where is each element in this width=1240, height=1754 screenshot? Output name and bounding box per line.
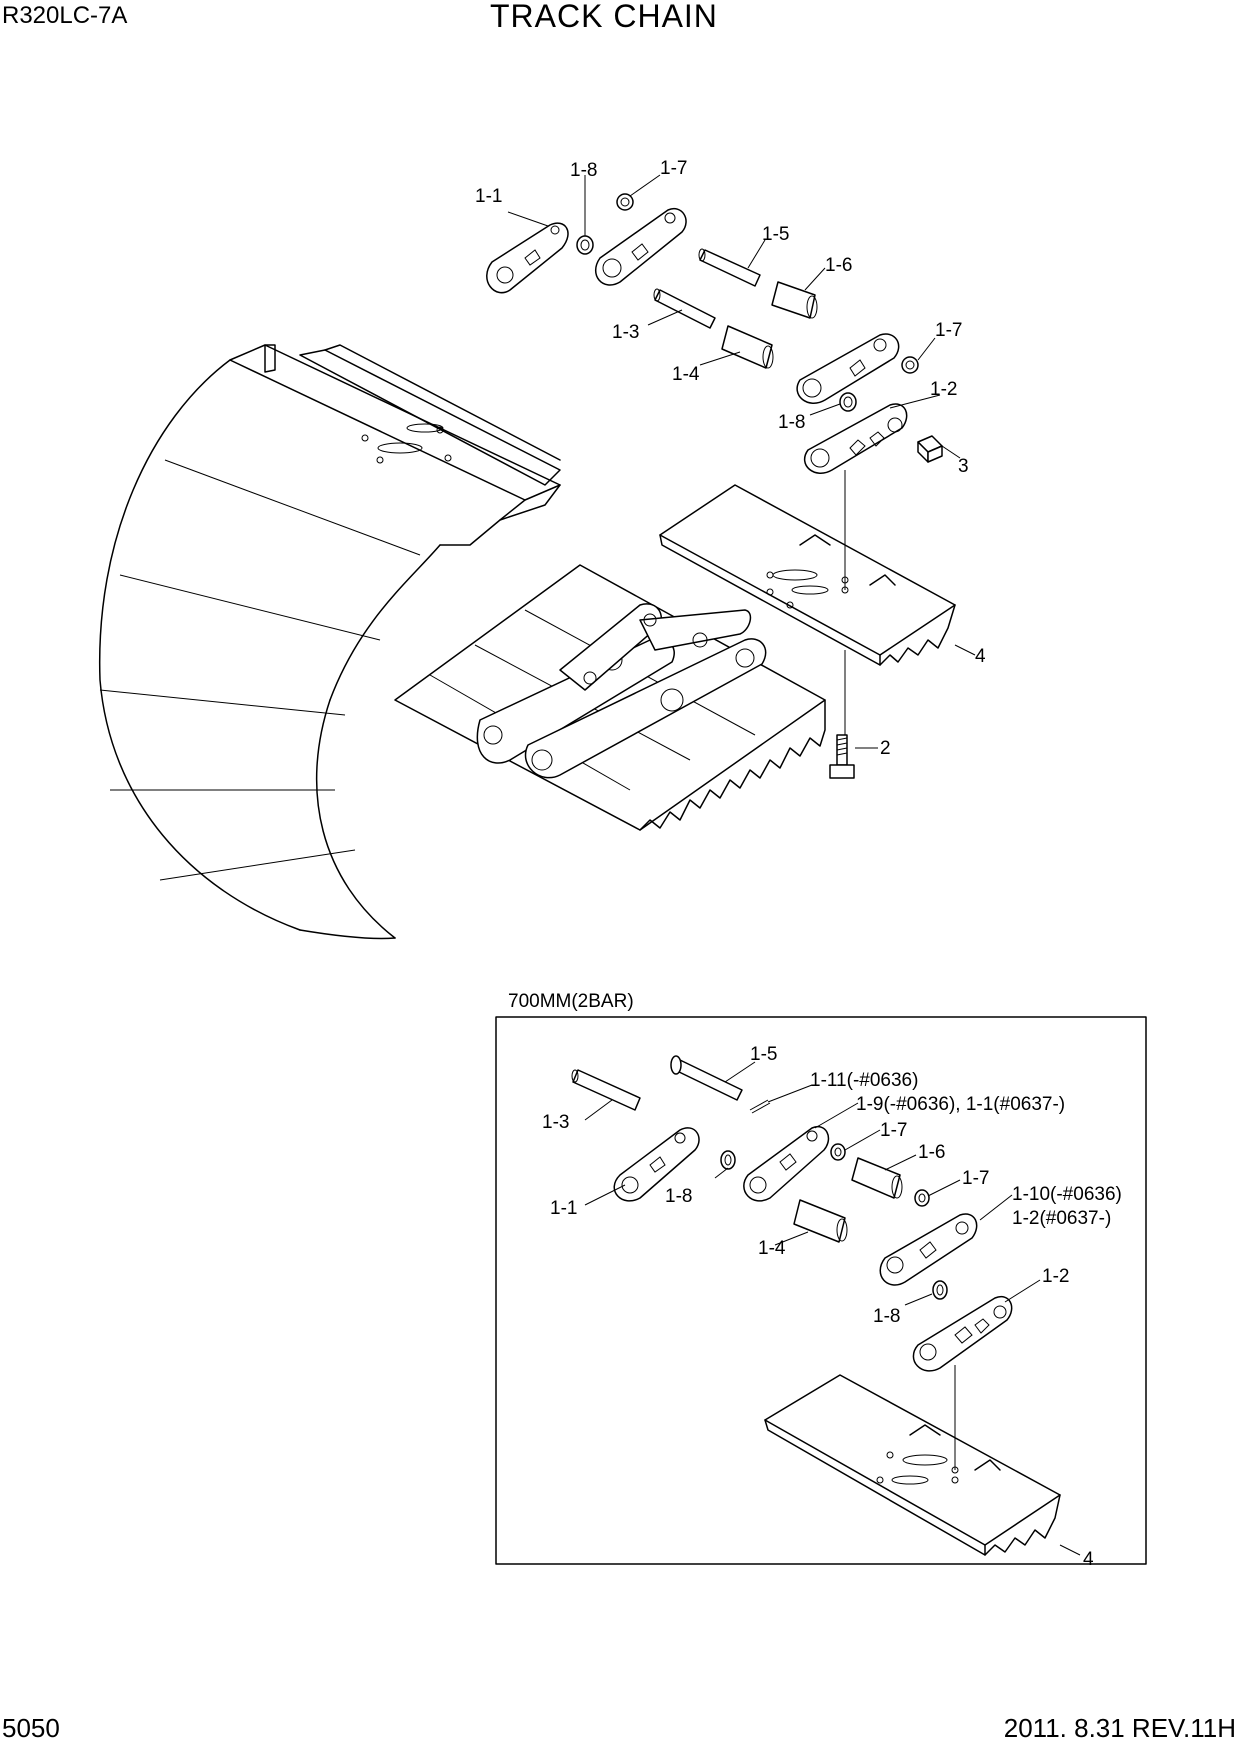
inset-label-1-7a: 1-7 xyxy=(880,1120,907,1141)
part-4-shoe xyxy=(659,484,956,666)
part-1-7-ring-right xyxy=(901,356,919,374)
label-3: 3 xyxy=(958,456,969,477)
inset-label-1-3: 1-3 xyxy=(542,1112,569,1133)
part-1-8-ring xyxy=(576,235,594,255)
label-1-7-right: 1-7 xyxy=(935,320,962,341)
label-4: 4 xyxy=(975,646,986,667)
revision-date: 2011. 8.31 REV.11H xyxy=(1003,1713,1236,1743)
inset-label-4: 4 xyxy=(1083,1549,1094,1570)
inset-frame xyxy=(495,1016,1147,1565)
inset-label-1-2: 1-2 xyxy=(1042,1266,1069,1287)
label-1-4: 1-4 xyxy=(672,364,700,385)
part-1-5-pin xyxy=(699,249,761,287)
inset-label-1-9: 1-9(-#0636), 1-1(#0637-) xyxy=(856,1094,1065,1115)
inset-caption: 700MM(2BAR) xyxy=(508,991,634,1012)
label-1-8-top: 1-8 xyxy=(570,160,597,181)
label-1-2: 1-2 xyxy=(930,379,957,400)
inset-label-1-4: 1-4 xyxy=(758,1238,786,1259)
label-1-7-top: 1-7 xyxy=(660,158,687,179)
label-1-6: 1-6 xyxy=(825,255,852,276)
model-number: R320LC-7A xyxy=(2,2,128,29)
inset-label-1-10: 1-10(-#0636) xyxy=(1012,1184,1122,1205)
inset-label-1-11: 1-11(-#0636) xyxy=(810,1070,918,1091)
label-2: 2 xyxy=(880,738,891,759)
part-1-2-link xyxy=(803,403,908,474)
inset-700mm: 700MM(2BAR) xyxy=(495,991,1147,1570)
part-1-8-ring-mid xyxy=(839,392,857,412)
main-callouts: 1-1 1-8 1-7 1-5 1-6 1-3 1-4 1-7 1-2 1-8 … xyxy=(475,158,986,759)
part-1-1-link xyxy=(486,222,569,294)
label-1-3: 1-3 xyxy=(612,322,639,343)
track-assembly xyxy=(98,344,826,940)
inset-label-1-7b: 1-7 xyxy=(962,1168,989,1189)
inset-label-1-8b: 1-8 xyxy=(873,1306,900,1327)
part-1-3-pin xyxy=(654,289,716,329)
inset-label-1-5: 1-5 xyxy=(750,1044,777,1065)
inset-label-1-2b: 1-2(#0637-) xyxy=(1012,1208,1111,1229)
label-1-5: 1-5 xyxy=(762,224,789,245)
part-1-4-bushing xyxy=(721,325,773,369)
label-1-8-mid: 1-8 xyxy=(778,412,805,433)
exploded-parts xyxy=(486,174,976,779)
label-1-1: 1-1 xyxy=(475,186,502,207)
part-1-7-ring xyxy=(616,193,634,211)
part-1-6-bushing xyxy=(771,281,816,319)
part-link-right xyxy=(796,333,900,404)
page-number: 5050 xyxy=(2,1713,60,1743)
inset-label-1-6: 1-6 xyxy=(918,1142,945,1163)
inset-label-1-8a: 1-8 xyxy=(665,1186,692,1207)
page-title: TRACK CHAIN xyxy=(490,0,718,34)
inset-label-1-1: 1-1 xyxy=(550,1198,577,1219)
part-link-upper xyxy=(594,207,687,286)
part-2-bolt xyxy=(829,734,855,779)
